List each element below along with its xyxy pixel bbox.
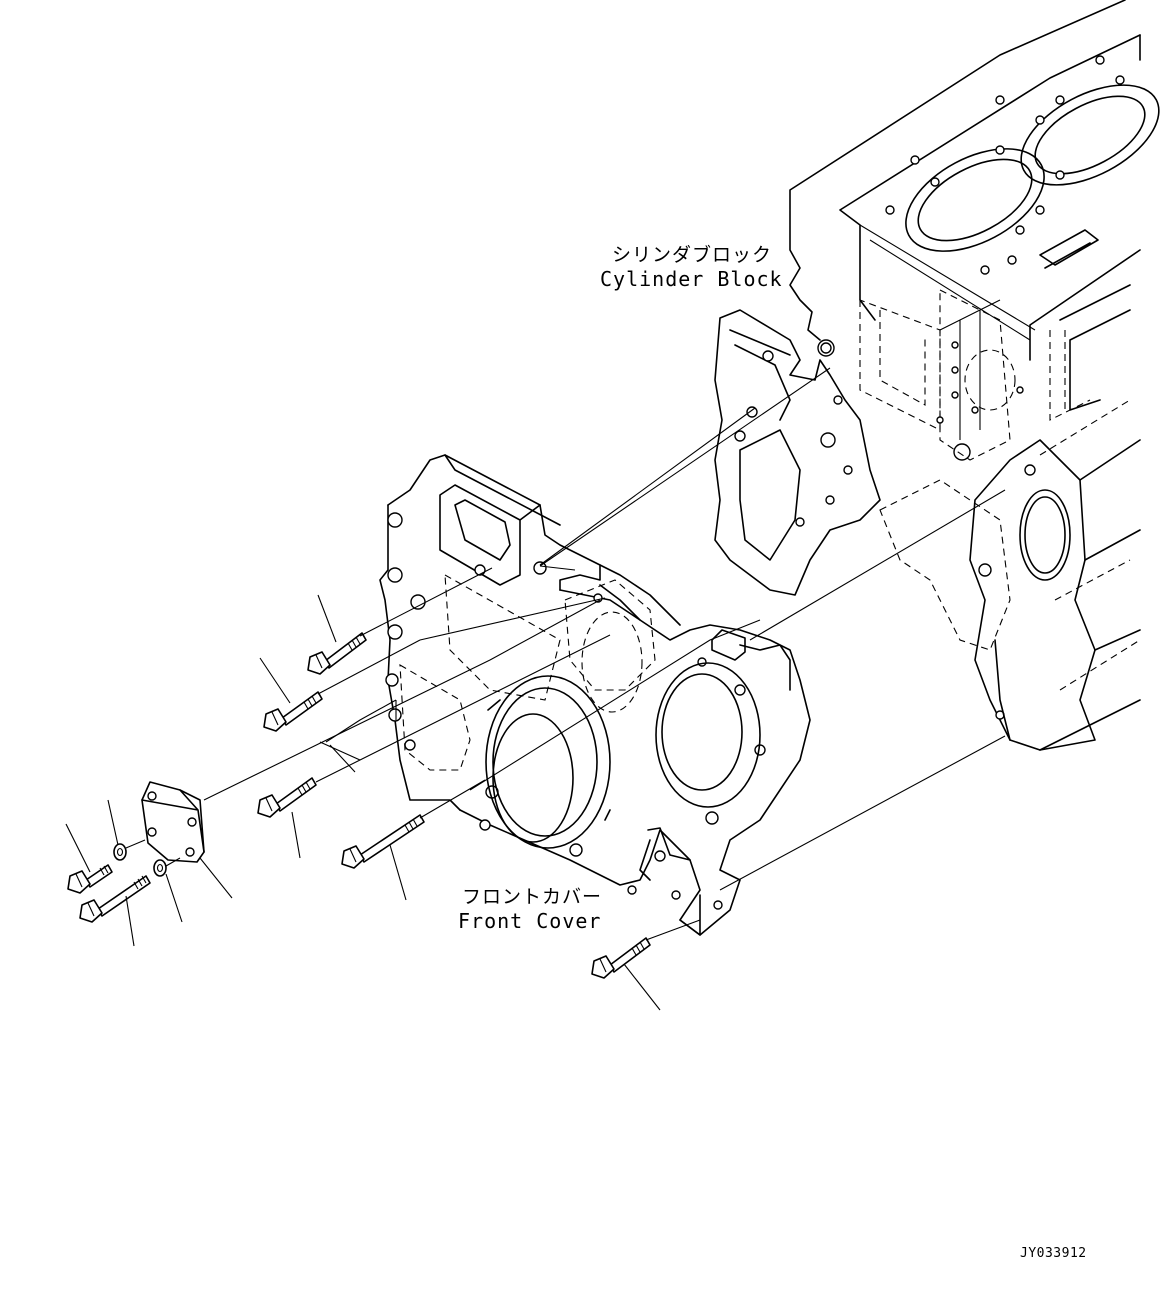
washer-lower bbox=[153, 859, 167, 877]
bolt-upper-1 bbox=[307, 632, 367, 675]
bolt-bottom bbox=[591, 937, 651, 979]
cylinder-block bbox=[714, 0, 1160, 751]
bolt-middle bbox=[257, 777, 317, 818]
bolt-plate-lower bbox=[79, 875, 151, 923]
assembly-lines bbox=[125, 367, 1006, 941]
drawing-code: JY033912 bbox=[1020, 1246, 1087, 1261]
front-cover-label-jp: フロントカバー bbox=[462, 886, 603, 908]
bolt-long bbox=[341, 814, 425, 869]
bolt-upper-2 bbox=[263, 691, 323, 732]
cylinder-block-label-en: Cylinder Block bbox=[600, 267, 783, 291]
cylinder-block-label-jp: シリンダブロック bbox=[612, 244, 773, 266]
washer-upper bbox=[113, 843, 127, 861]
bolt-plate-upper bbox=[67, 864, 113, 894]
callout-leaders bbox=[65, 594, 661, 1011]
front-cover-label-en: Front Cover bbox=[458, 909, 602, 933]
front-cover bbox=[379, 454, 811, 936]
cover-plate bbox=[141, 781, 205, 863]
